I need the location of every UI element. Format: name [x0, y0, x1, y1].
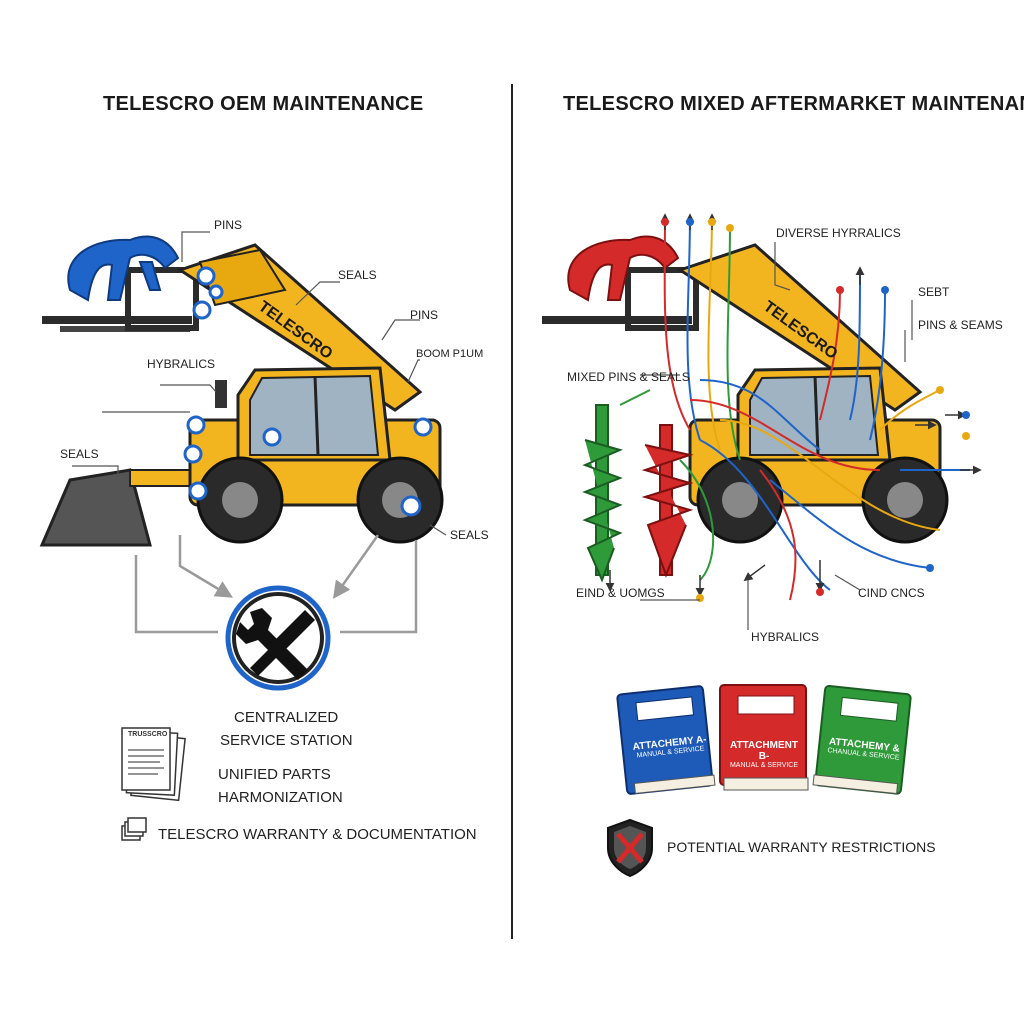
- station-caption: CENTRALIZED SERVICE STATION: [220, 706, 353, 752]
- parts-caption-line1: UNIFIED PARTS: [218, 766, 331, 783]
- wrench-screwdriver-icon: [225, 585, 331, 691]
- callout-pins-seams: PINS & SEAMS: [918, 318, 1003, 332]
- broken-shield-icon: [607, 818, 653, 878]
- oem-telehandler: [39, 231, 447, 634]
- panel-divider: [511, 84, 513, 939]
- callout-seals-wheel: SEALS: [450, 528, 489, 542]
- parts-caption-line2: HARMONIZATION: [218, 789, 343, 806]
- callout-seals-bucket: SEALS: [60, 447, 99, 461]
- manual-b: ATTACHMENT B- MANUAL & SERVICE: [724, 740, 804, 769]
- left-panel-title: TELESCRO OEM MAINTENANCE: [103, 93, 424, 115]
- callout-mixed-pins-seals: MIXED PINS & SEALS: [567, 370, 690, 384]
- document-stack-icon: [121, 727, 186, 802]
- callout-seals-boom: SEALS: [338, 268, 377, 282]
- warranty-docs-icon: [121, 817, 147, 841]
- callout-pins-mid: PINS: [410, 308, 439, 322]
- oem-warranty-text: TELESCRO WARRANTY & DOCUMENTATION: [158, 826, 477, 843]
- callout-sebt: SEBT: [918, 285, 950, 299]
- station-caption-line2: SERVICE STATION: [220, 732, 353, 749]
- callout-boom-pin: BOOM P1UM: [416, 348, 484, 360]
- callout-hydraulics: HYBRALICS: [147, 357, 216, 371]
- callout-pins-top: PINS: [214, 218, 243, 232]
- manual-books: [616, 684, 912, 795]
- manual-b-title: ATTACHMENT B-: [730, 740, 798, 762]
- aftermarket-telehandler: [542, 213, 982, 630]
- restriction-warranty-text: POTENTIAL WARRANTY RESTRICTIONS: [667, 839, 936, 855]
- station-caption-line1: CENTRALIZED: [234, 709, 339, 726]
- right-panel-title: TELESCRO MIXED AFTERMARKET MAINTENANCE: [563, 93, 1024, 115]
- callout-hydraulics-right: HYBRALICS: [751, 630, 820, 644]
- doc-header: TRUSSCRO: [128, 731, 168, 738]
- parts-caption: UNIFIED PARTS HARMONIZATION: [218, 763, 343, 809]
- callout-eind-uomgs: EIND & UOMGS: [576, 586, 665, 600]
- callout-diverse-hydraulics: DIVERSE HYRRALICS: [776, 226, 901, 240]
- callout-cind-cncs: CIND CNCS: [858, 586, 925, 600]
- manual-b-subtitle: MANUAL & SERVICE: [729, 762, 799, 769]
